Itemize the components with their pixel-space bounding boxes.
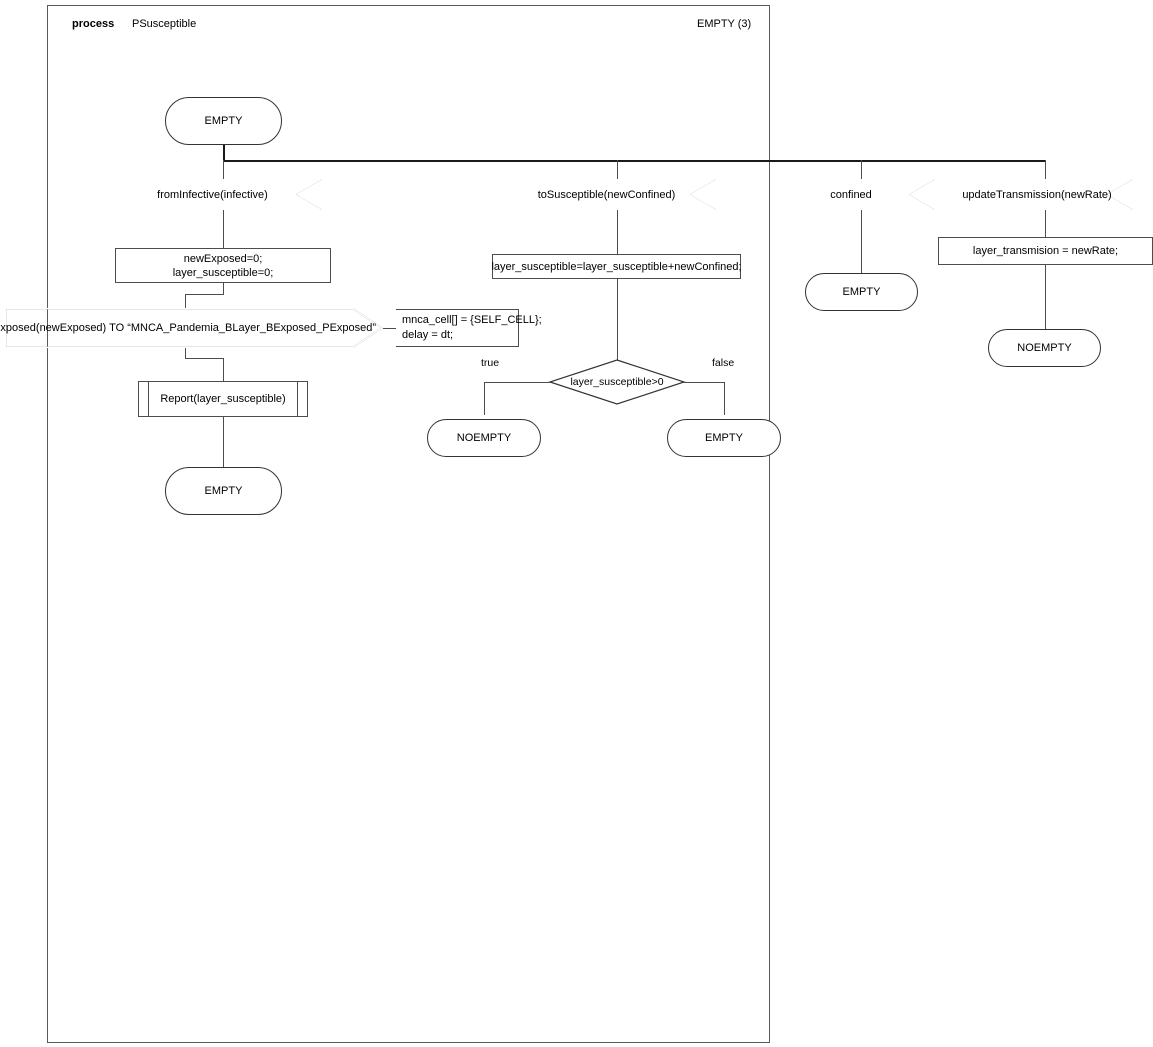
connector-task-to-output-seg1 (223, 283, 224, 295)
state-start[interactable] (165, 97, 282, 145)
connector-susceptible-input-to-task (617, 210, 618, 254)
connector-output-to-proc-seg1 (185, 348, 186, 359)
connector-task-to-decision (617, 279, 618, 360)
connector-bus-drop-infective (223, 160, 224, 179)
connector-bus (223, 160, 1045, 162)
task-accumulate-susceptible[interactable] (492, 254, 741, 279)
task-update-transmission[interactable] (938, 237, 1153, 265)
process-name: PSusceptible (132, 18, 197, 30)
connector-decision-false-seg2 (724, 382, 725, 415)
decision-true-label: true (481, 357, 500, 369)
state-decision-false-empty[interactable] (667, 419, 781, 457)
state-confined-end[interactable] (805, 273, 918, 311)
process-keyword: process (72, 18, 115, 30)
connector-bus-drop-transmission (1045, 160, 1046, 179)
input-signal-update-transmission[interactable] (967, 179, 1133, 210)
state-decision-true-noempty[interactable] (427, 419, 541, 457)
connector-transmission-input-to-task (1045, 210, 1046, 237)
input-signal-from-infective[interactable] (125, 179, 322, 210)
input-signal-to-susceptible[interactable] (519, 179, 716, 210)
input-signal-confined[interactable] (789, 179, 935, 210)
connector-task-to-output-seg3 (185, 294, 186, 308)
procedure-call-report[interactable] (138, 381, 308, 417)
connector-bus-drop-confined (861, 160, 862, 179)
connector-output-to-proc-seg2 (185, 358, 224, 359)
connector-output-to-proc-seg3 (223, 358, 224, 381)
connector-bus-drop-susceptible (617, 160, 618, 179)
connector-start-to-bus (223, 145, 225, 161)
process-frame (47, 5, 770, 1043)
decision-false-label: false (712, 357, 735, 369)
comment-mnca-cell (396, 309, 519, 347)
connector-output-to-comment (383, 328, 396, 329)
start-state-label: EMPTY (3) (697, 18, 752, 30)
decision-layer-susceptible[interactable] (548, 359, 686, 405)
connector-decision-true-seg1 (484, 382, 551, 383)
connector-confined-to-state (861, 210, 862, 273)
connector-decision-false-seg1 (683, 382, 725, 383)
connector-infective-input-to-task (223, 210, 224, 248)
connector-transmission-task-to-state (1045, 265, 1046, 329)
connector-proc-to-state-empty (223, 417, 224, 467)
state-transmission-end[interactable] (988, 329, 1101, 367)
state-infective-end[interactable] (165, 467, 282, 515)
task-init-exposed[interactable] (115, 248, 331, 283)
connector-task-to-output-seg2 (185, 294, 224, 295)
connector-decision-true-seg2 (484, 382, 485, 415)
